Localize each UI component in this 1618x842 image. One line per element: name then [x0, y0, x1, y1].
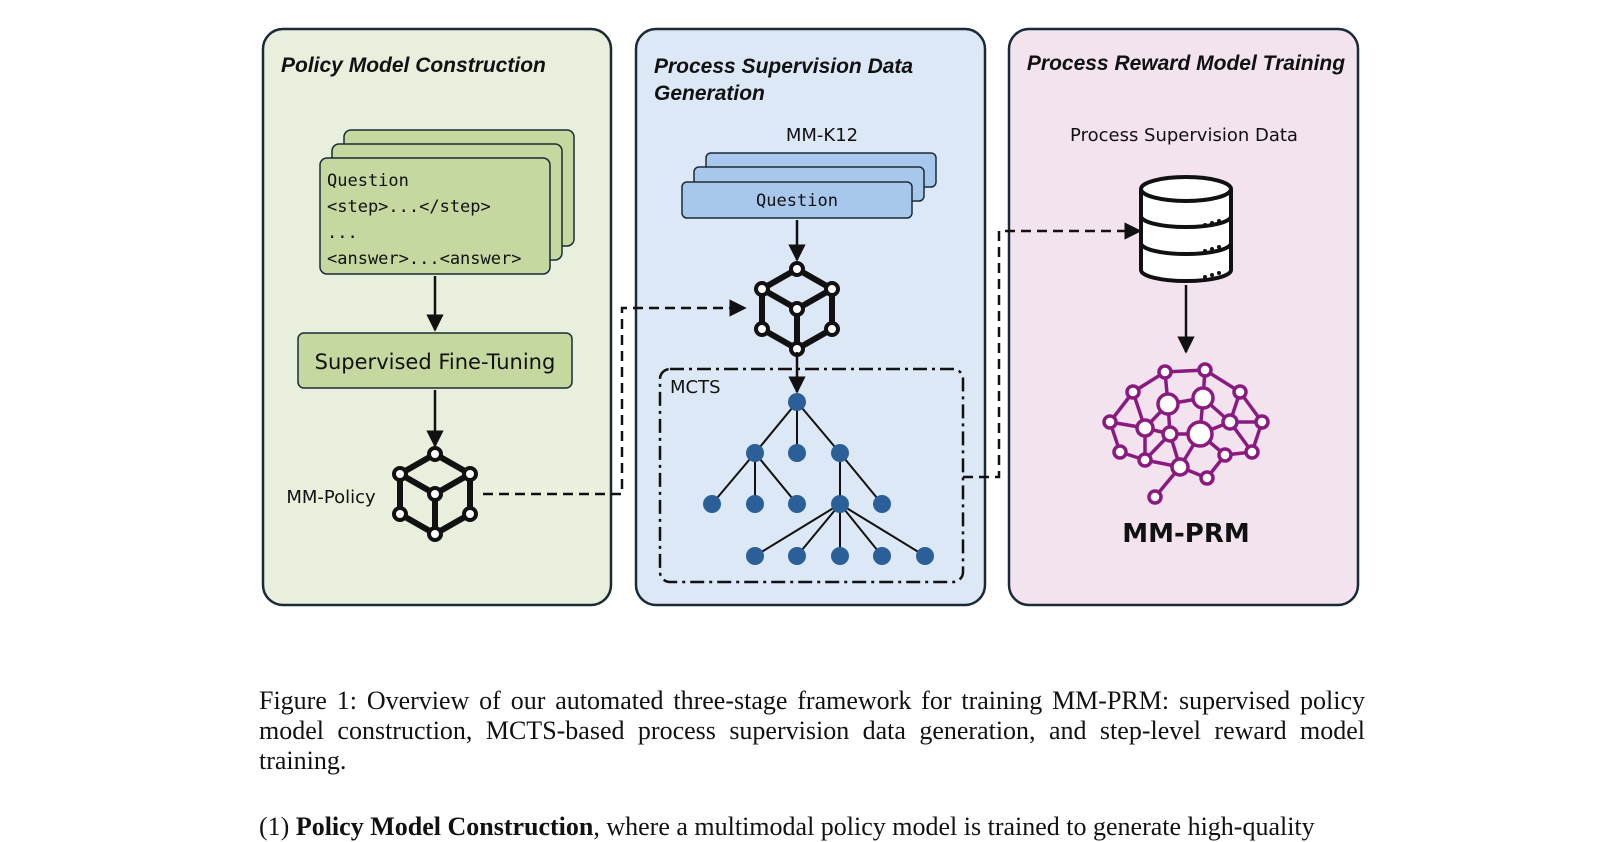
tree-node	[873, 495, 891, 513]
paragraph-prefix: (1)	[259, 812, 296, 841]
mcts-tree: MCTS	[658, 367, 965, 584]
mm-k12-label: MM-K12	[786, 125, 858, 146]
tree-node	[831, 444, 849, 462]
panel-2-background	[634, 27, 987, 607]
tree-node	[746, 547, 764, 565]
database-icon	[1139, 175, 1233, 283]
tree-node	[746, 444, 764, 462]
mcts-boundary	[658, 367, 965, 584]
panel-2-title-line-2: Generation	[654, 82, 765, 105]
tree-node	[831, 495, 849, 513]
figure-caption: Figure 1: Overview of our automated thre…	[259, 686, 1365, 775]
panel-process-reward-model-training: Process Reward Model Training Process Su…	[1007, 27, 1360, 607]
mm-prm-label: MM-PRM	[1122, 519, 1250, 549]
svg-text:Generation: Generation	[654, 82, 765, 105]
sft-box	[297, 332, 573, 389]
svg-text:Process Supervision Data: Process Supervision Data	[654, 55, 913, 78]
card-line-answer: <answer>...<answer>	[327, 249, 521, 269]
tree-node	[788, 444, 806, 462]
question-card-stack: Question	[681, 152, 937, 219]
tree-node	[831, 547, 849, 565]
brain-network-icon	[1102, 362, 1270, 505]
tree-node	[746, 495, 764, 513]
tree-node	[788, 393, 806, 411]
question-card-label: Question	[756, 191, 838, 211]
paragraph-rest: , where a multimodal policy model is tra…	[593, 812, 1315, 841]
panel-3-background	[1007, 27, 1360, 607]
panel-3-title: Process Reward Model Training	[1027, 52, 1345, 75]
svg-text:Policy Model Construction: Policy Model Construction	[281, 54, 546, 77]
process-supervision-data-label: Process Supervision Data	[1070, 125, 1298, 146]
mcts-label: MCTS	[670, 377, 721, 398]
body-paragraph: (1) Policy Model Construction, where a m…	[259, 812, 1365, 842]
sft-label: Supervised Fine-Tuning	[315, 350, 556, 374]
panel-policy-model-construction: Policy Model Construction Question <step…	[261, 27, 613, 607]
card-line-ellipsis: ...	[327, 223, 358, 243]
tree-node	[788, 495, 806, 513]
mm-policy-label: MM-Policy	[286, 487, 376, 508]
tree-node	[873, 547, 891, 565]
framework-figure: Policy Model Construction Question <step…	[261, 27, 1360, 607]
tree-node	[788, 547, 806, 565]
panel-1-title: Policy Model Construction	[281, 54, 546, 77]
tree-node	[703, 495, 721, 513]
dashed-connectors	[483, 222, 1142, 496]
training-data-card-stack: Question <step>...</step> ... <answer>..…	[319, 129, 575, 275]
card-line-question: Question	[327, 171, 409, 191]
panel-2-title-line-1: Process Supervision Data	[654, 55, 913, 78]
card-line-step: <step>...</step>	[327, 197, 491, 217]
svg-text:Process Reward Model Training: Process Reward Model Training	[1027, 52, 1345, 75]
panel-process-supervision-data-generation: Process Supervision Data Generation MM-K…	[634, 27, 987, 607]
tree-node	[916, 547, 934, 565]
paragraph-bold-term: Policy Model Construction	[295, 812, 594, 841]
